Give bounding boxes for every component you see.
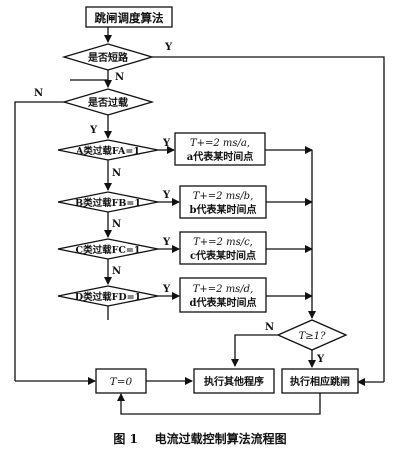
t-threshold-yes-mark: Y [316,354,325,365]
class-c-no-mark: N [112,266,121,277]
figure-caption: 图 1 电流过载控制算法流程图 [113,431,286,446]
class-a-yes-mark: Y [162,138,171,149]
action-d-line2: d代表某时间点 [190,296,257,309]
overload-yes-mark: Y [89,125,98,136]
action-b-line1: T+=2 ms/b, [193,191,254,202]
other-program-box [193,368,275,394]
class-a-label: A类过载FA=1 [75,145,140,157]
start-box [85,6,173,28]
action-a-line2: a代表某时间点 [187,150,253,163]
action-d-line1: T+=2 ms/d, [193,284,254,295]
action-a-line1: T+=2 ms/a, [190,138,250,149]
class-c-label: C类过载FC=1 [76,244,141,256]
start-label: 跳闸调度算法 [95,11,164,25]
class-a-no-mark: N [112,168,121,179]
class-d-yes-mark: Y [162,284,171,295]
class-c-yes-mark: Y [162,237,171,248]
action-d-box [179,277,267,313]
other-program-label: 执行其他程序 [204,375,264,388]
class-b-no-mark: N [112,219,121,230]
short-circuit-yes-mark: Y [164,42,173,53]
action-b-line2: b代表某时间点 [190,203,257,216]
action-c-line1: T+=2 ms/c, [193,237,253,248]
overload-no-line [14,101,64,381]
t-threshold-no-mark: N [265,322,274,333]
class-d-label: D类过载FD=1 [75,291,141,303]
trip-label: 执行相应跳闸 [290,375,350,388]
class-b-yes-mark: Y [162,190,171,201]
class-b-label: B类过载FB=1 [75,197,141,209]
action-a-box [174,132,266,166]
action-c-box [179,231,267,265]
short-circuit-label: 是否短路 [87,51,129,64]
reset-label: T=0 [110,376,133,388]
short-circuit-no-mark: N [115,72,124,83]
t-threshold-label: T≥1? [299,331,326,342]
overload-no-mark: N [34,88,43,99]
overload-label: 是否过载 [87,96,128,109]
action-c-line2: c代表某时间点 [190,249,256,262]
short-circuit-yes-line [152,56,385,382]
